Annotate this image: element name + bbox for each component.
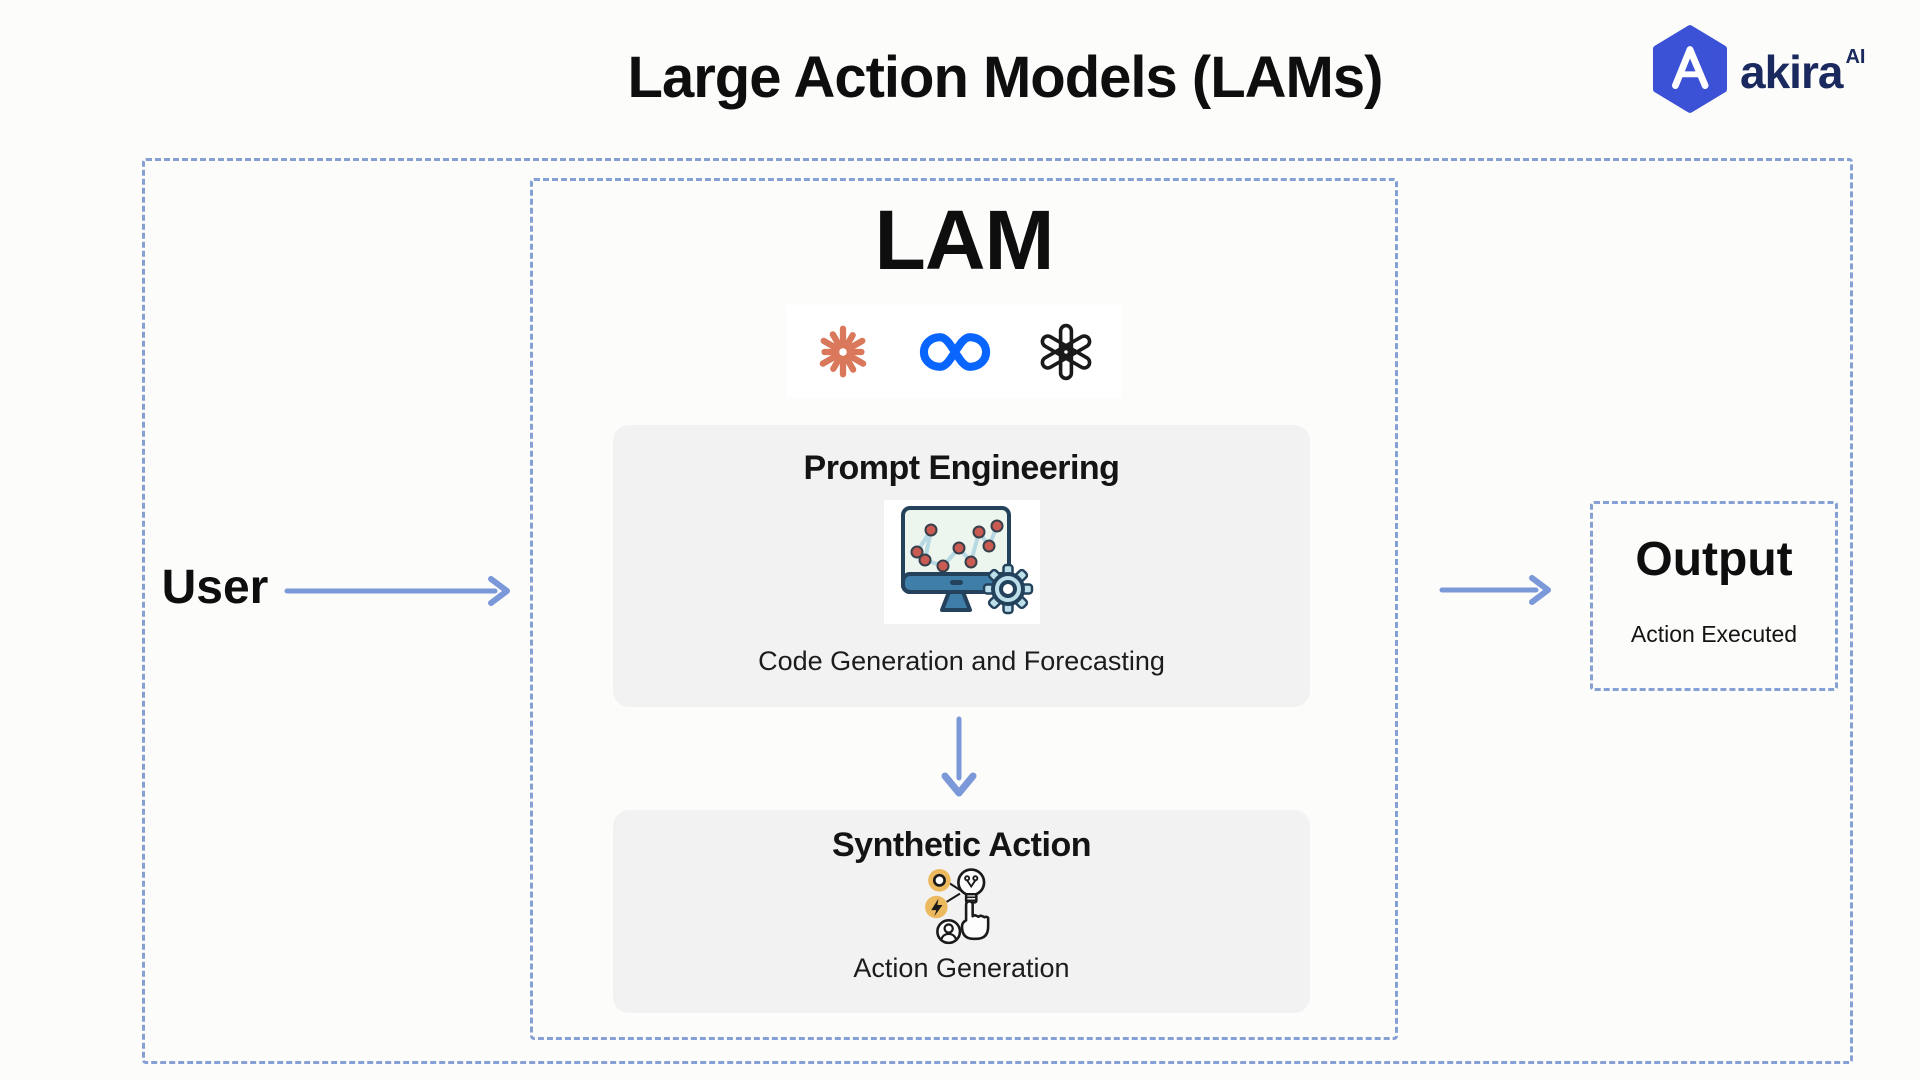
output-caption: Action Executed — [1630, 621, 1798, 647]
output-title: Output — [1635, 533, 1793, 586]
anthropic-starburst-logo-icon — [812, 321, 874, 383]
monitor-chart-gear-icon — [883, 500, 1040, 624]
brand-superscript: AI — [1845, 46, 1866, 68]
arrow-lam-to-output — [1438, 573, 1556, 607]
stage-synthetic-action: Synthetic Action Ac — [613, 810, 1310, 1013]
brand-logo: akira AI — [1652, 24, 1865, 114]
meta-infinity-logo-icon — [918, 328, 992, 376]
stage-caption: Code Generation and Forecasting — [758, 646, 1165, 676]
arrow-prompt-to-synthetic — [938, 716, 980, 800]
system-boundary-box — [142, 158, 1853, 1064]
hexagon-a-icon — [1652, 24, 1728, 114]
page-title: Large Action Models (LAMs) — [627, 45, 1384, 110]
lam-container-box — [530, 178, 1398, 1040]
brand-wordmark: akira AI — [1740, 46, 1866, 98]
stage-prompt-engineering: Prompt Engineering — [613, 425, 1310, 707]
stage-title: Prompt Engineering — [803, 449, 1120, 487]
lam-heading: LAM — [874, 193, 1055, 287]
idea-click-hand-icon — [923, 867, 1001, 947]
arrow-user-to-lam — [283, 574, 515, 608]
stage-caption: Action Generation — [853, 953, 1070, 983]
stage-title: Synthetic Action — [832, 826, 1092, 864]
openai-knot-logo-icon — [1036, 322, 1096, 382]
output-box: Output Action Executed — [1590, 501, 1838, 691]
brand-name: akira — [1740, 46, 1843, 98]
model-provider-logos — [787, 305, 1121, 398]
user-label: User — [161, 561, 269, 614]
